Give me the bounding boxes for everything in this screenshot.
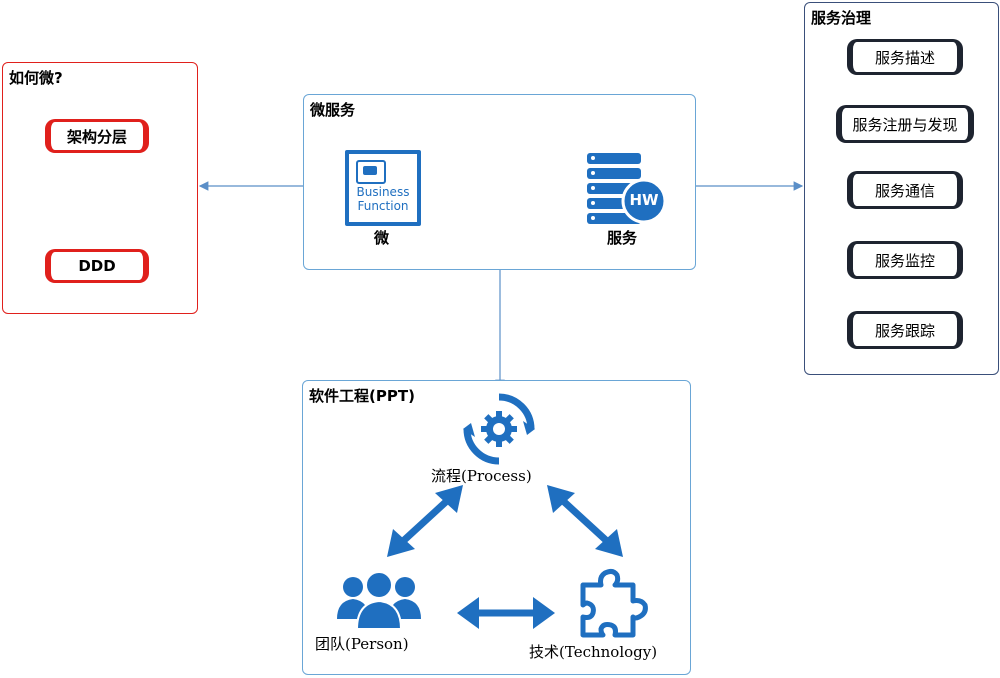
how-micro-box: 如何微? 架构分层 DDD [2,62,198,314]
server-hw-icon: HW [587,151,667,225]
service-communication-node[interactable]: 服务通信 [847,171,963,209]
service-label: 服务 [607,229,638,247]
business-function-icon: Business Function [345,150,421,226]
micro-label: 微 [374,229,390,247]
double-arrow-person-process [387,485,463,557]
service-registry-discovery-node[interactable]: 服务注册与发现 [836,105,974,143]
technology-puzzle-icon [575,563,653,641]
microservice-title: 微服务 [310,101,356,119]
process-label: 流程(Process) [431,467,532,485]
process-gear-icon [461,391,537,467]
ddd-node[interactable]: DDD [45,249,149,283]
service-governance-box: 服务治理 服务描述 服务注册与发现 服务通信 服务监控 服务跟踪 [804,2,999,375]
technology-label: 技术(Technology) [529,643,658,661]
business-function-text-1: Business [356,185,410,199]
service-governance-title: 服务治理 [811,9,872,27]
software-engineering-title: 软件工程(PPT) [309,387,415,405]
person-label: 团队(Person) [315,635,409,653]
hw-badge-text: HW [629,191,659,209]
team-people-icon [333,567,425,631]
service-monitoring-node[interactable]: 服务监控 [847,241,963,279]
service-tracing-node[interactable]: 服务跟踪 [847,311,963,349]
double-arrow-person-technology [457,597,555,629]
how-micro-title: 如何微? [9,69,63,87]
business-function-text-2: Function [357,199,409,213]
microservice-box: 微服务 Business Function 微 HW 服务 [303,94,696,270]
software-engineering-box: 软件工程(PPT) 流程(Process) [302,380,691,675]
double-arrow-process-technology [547,485,623,557]
service-description-node[interactable]: 服务描述 [847,39,963,75]
layered-architecture-node[interactable]: 架构分层 [45,119,149,153]
